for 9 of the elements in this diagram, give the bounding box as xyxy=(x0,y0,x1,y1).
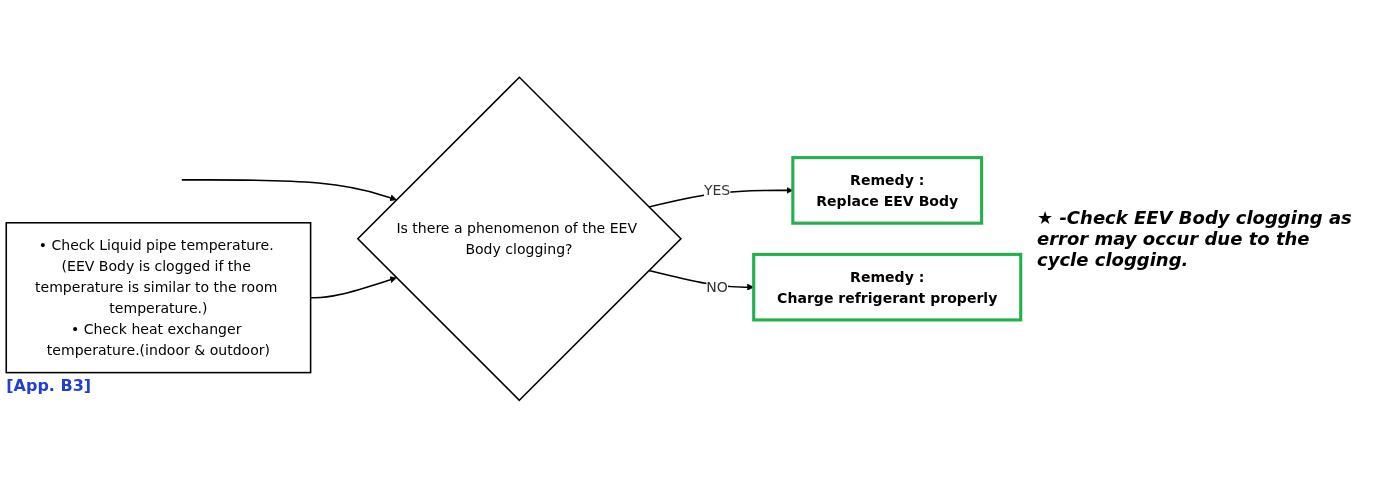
node-box xyxy=(791,155,984,225)
edge-label: NO xyxy=(706,278,728,296)
edge-label: YES xyxy=(703,181,731,199)
reference-label: [App. B3] xyxy=(6,376,92,396)
arrow xyxy=(181,178,397,201)
node-box xyxy=(5,221,312,374)
node-box xyxy=(752,252,1023,322)
node-diamond xyxy=(356,75,682,402)
note-text: ★ -Check EEV Body clogging as error may occur due to the cycle clogging. xyxy=(1037,207,1353,270)
